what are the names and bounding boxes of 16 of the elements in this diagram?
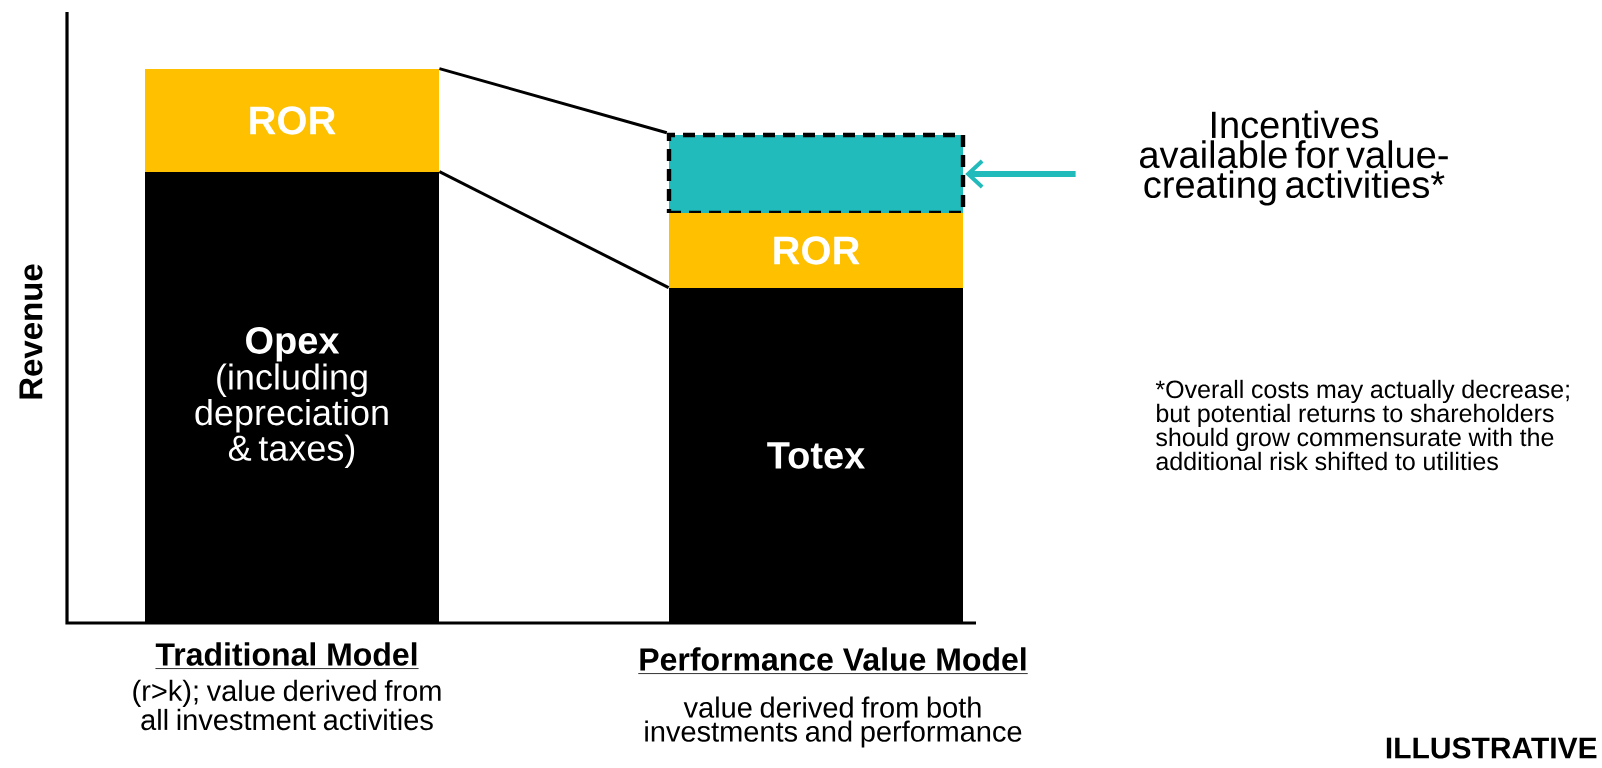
- connector-line: [438, 170, 670, 289]
- stamp-text: ILLUSTRATIVE: [1386, 737, 1597, 759]
- model-heading: Performance Value Model: [637, 647, 1029, 674]
- connector-line: [439, 67, 668, 135]
- bar-segment: ROR: [145, 69, 439, 172]
- bar-segment: Totex: [669, 288, 963, 623]
- arrow: [965, 159, 1076, 189]
- bar-segment: Opex (including depreciation & taxes): [145, 172, 439, 623]
- axis-label: Revenue: [19, 264, 43, 399]
- footnote-text: *Overall costs may actually decrease; but potential returns to shareholders should grow commensurate with the additional risk shifted to utilities: [1155, 379, 1569, 471]
- callout-text: Incentives available for value-creating activities*: [1140, 110, 1448, 206]
- bar-segment: ROR: [669, 213, 963, 288]
- model-heading: Traditional Model: [155, 642, 419, 669]
- model-description: (r>k); value derived from all investment activities: [133, 679, 441, 731]
- highlight-box: [666, 132, 966, 216]
- model-description: value derived from both investments and performance: [645, 696, 1022, 748]
